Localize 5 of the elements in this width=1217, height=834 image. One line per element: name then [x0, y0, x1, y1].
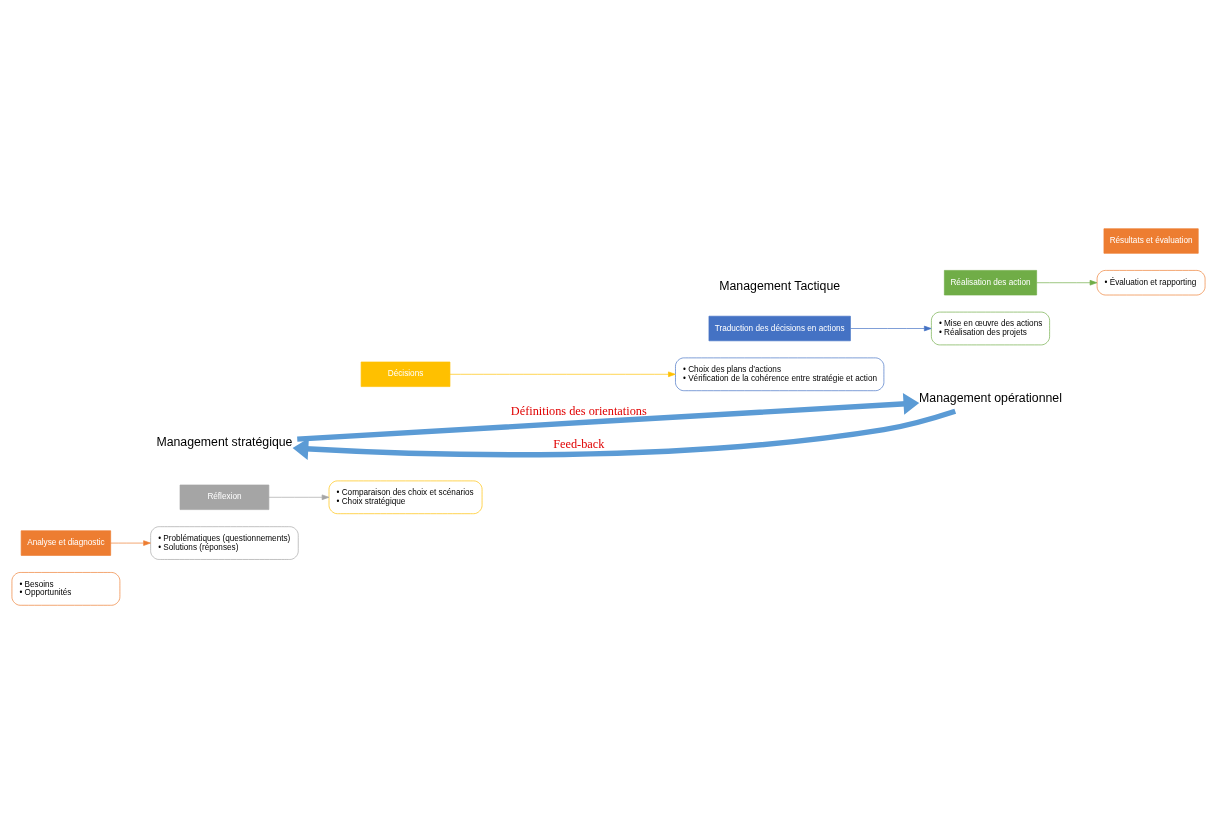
- node-text: Management opérationnel: [919, 390, 1062, 405]
- edge-label: Feed-back: [553, 437, 605, 452]
- node-text: Management stratégique: [156, 435, 293, 450]
- edge-label: Définitions des orientations: [510, 403, 647, 418]
- node-text: Management Tactique: [719, 278, 841, 293]
